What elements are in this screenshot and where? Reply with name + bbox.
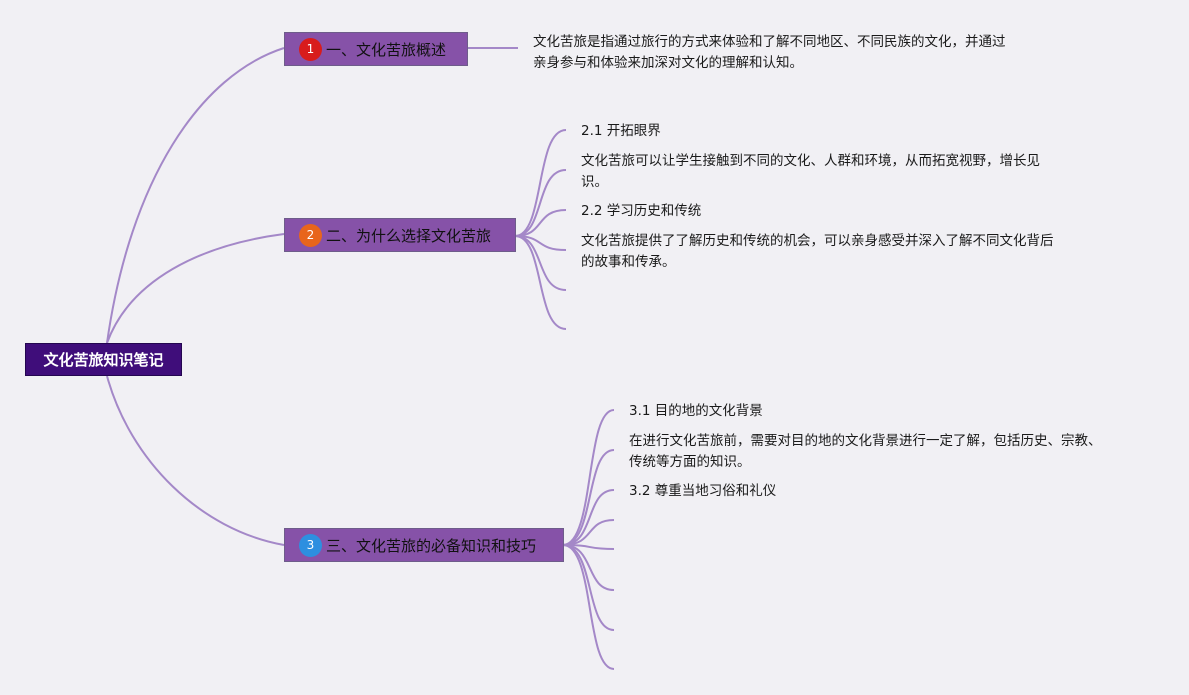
leaf-line: 的故事和传承。 [581, 254, 676, 270]
leaf-3-1-detail[interactable]: 在进行文化苦旅前，需要对目的地的文化背景进行一定了解，包括历史、宗教、 传统等方… [629, 431, 1102, 473]
topic-label: 二、为什么选择文化苦旅 [326, 226, 492, 245]
topic-node-essentials[interactable]: 3 三、文化苦旅的必备知识和技巧 [284, 528, 564, 562]
leaf-line: 文化苦旅可以让学生接触到不同的文化、人群和环境，从而拓宽视野，增长见 [581, 153, 1040, 169]
leaf-3-1-heading[interactable]: 3.1 目的地的文化背景 [629, 401, 763, 422]
priority-1-icon: 1 [299, 37, 322, 61]
leaf-2-1-detail[interactable]: 文化苦旅可以让学生接触到不同的文化、人群和环境，从而拓宽视野，增长见 识。 [581, 151, 1040, 193]
connector-root-topic-1 [106, 47, 285, 344]
leaf-line: 3.1 目的地的文化背景 [629, 403, 763, 419]
connector-topic-2-branch-3 [514, 209, 567, 237]
leaf-2-2-heading[interactable]: 2.2 学习历史和传统 [581, 201, 701, 222]
leaf-line: 2.2 学习历史和传统 [581, 203, 702, 219]
leaf-line: 传统等方面的知识。 [629, 454, 751, 470]
topic-label: 三、文化苦旅的必备知识和技巧 [326, 536, 537, 555]
leaf-line: 文化苦旅是指通过旅行的方式来体验和了解不同地区、不同民族的文化，并通过 [533, 34, 1006, 50]
connector-topic-2-branch-2 [514, 169, 567, 237]
connector-topic-3-branch-2 [562, 449, 615, 546]
connector-topic-2-branch-1 [514, 129, 567, 237]
root-label: 文化苦旅知识笔记 [43, 351, 164, 369]
leaf-overview-definition[interactable]: 文化苦旅是指通过旅行的方式来体验和了解不同地区、不同民族的文化，并通过 亲身参与… [533, 32, 1006, 74]
priority-3-icon: 3 [299, 533, 322, 557]
connector-topic-2-branch-6 [514, 235, 567, 330]
leaf-line: 2.1 开拓眼界 [581, 123, 661, 139]
connector-topic-3-branch-7 [562, 544, 615, 631]
leaf-2-2-detail[interactable]: 文化苦旅提供了了解历史和传统的机会，可以亲身感受并深入了解不同文化背后 的故事和… [581, 231, 1054, 273]
topic-node-why-choose[interactable]: 2 二、为什么选择文化苦旅 [284, 218, 516, 252]
connector-root-topic-2 [106, 233, 285, 344]
leaf-line: 在进行文化苦旅前，需要对目的地的文化背景进行一定了解，包括历史、宗教、 [629, 433, 1102, 449]
connector-root-topic-3 [106, 375, 285, 546]
leaf-2-1-heading[interactable]: 2.1 开拓眼界 [581, 121, 661, 142]
leaf-line: 亲身参与和体验来加深对文化的理解和认知。 [533, 55, 803, 71]
topic-label: 一、文化苦旅概述 [326, 40, 447, 59]
priority-2-icon: 2 [299, 223, 322, 247]
leaf-line: 文化苦旅提供了了解历史和传统的机会，可以亲身感受并深入了解不同文化背后 [581, 233, 1054, 249]
leaf-line: 识。 [581, 174, 608, 190]
connector-topic-3-branch-3 [562, 489, 615, 546]
connector-topic-3-branch-8 [562, 544, 615, 670]
leaf-line: 3.2 尊重当地习俗和礼仪 [629, 483, 777, 499]
topic-node-overview[interactable]: 1 一、文化苦旅概述 [284, 32, 468, 66]
leaf-3-2-heading[interactable]: 3.2 尊重当地习俗和礼仪 [629, 481, 776, 502]
root-node[interactable]: 文化苦旅知识笔记 [25, 343, 182, 376]
connector-topic-3-branch-1 [562, 409, 615, 546]
